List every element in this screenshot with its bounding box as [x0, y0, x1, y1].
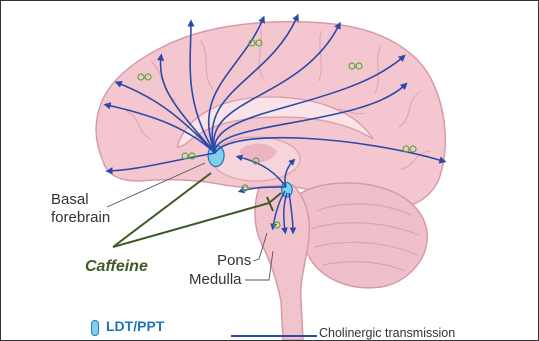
legend-ldt-ppt-label: LDT/PPT [106, 318, 164, 334]
legend-cholinergic: Cholinergic transmission [231, 323, 531, 341]
legend-cholinergic-label: Cholinergic transmission [319, 326, 455, 340]
pons-label: Pons [217, 252, 251, 270]
pathway-line-swatch [231, 335, 317, 337]
medulla-label: Medulla [189, 271, 242, 289]
caffeine-label: Caffeine [85, 258, 148, 276]
brainstem [255, 185, 309, 340]
nucleus-swatch-icon [91, 320, 99, 336]
basal-label: Basal [51, 191, 89, 209]
forebrain-label: forebrain [51, 209, 110, 227]
